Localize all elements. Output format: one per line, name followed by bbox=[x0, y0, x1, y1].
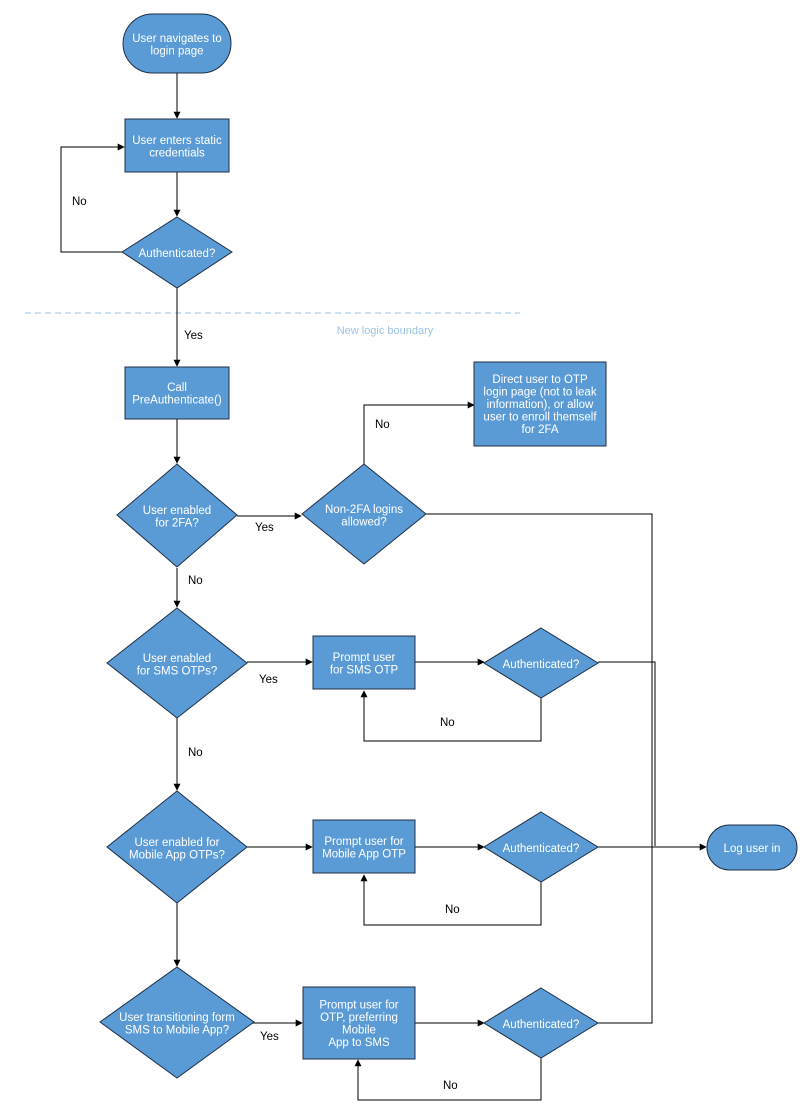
edge-auth-app-no-loop bbox=[360, 874, 542, 926]
edge-auth-pref-yes-to-login bbox=[598, 846, 653, 1024]
node-text-line: information), or allow bbox=[487, 399, 594, 411]
node-authenticated-1: Authenticated? bbox=[121, 216, 233, 289]
node-text-line: SMS to Mobile App? bbox=[125, 1024, 229, 1036]
edge-auth-sms-no-loop bbox=[360, 690, 542, 742]
node-text-line: Log user in bbox=[724, 843, 781, 855]
node-text-auth-app: Authenticated? bbox=[503, 843, 580, 855]
node-text-line: Authenticated? bbox=[139, 248, 216, 260]
edge-non2fa-no-to-otp-page bbox=[363, 401, 475, 464]
node-text-line: Direct user to OTP bbox=[492, 374, 588, 386]
edge-non2fa-yes-to-login bbox=[426, 513, 653, 846]
node-text-auth1: Authenticated? bbox=[139, 248, 216, 260]
node-text-line: credentials bbox=[149, 147, 205, 159]
edge-labels: No Yes No Yes No Yes No No No Yes No bbox=[72, 196, 460, 1092]
edges bbox=[60, 73, 707, 1101]
node-text-line: OTP, preferring bbox=[320, 1012, 398, 1024]
node-text-line: Authenticated? bbox=[503, 1019, 580, 1031]
edge-auth-sms-yes-to-login bbox=[598, 661, 656, 846]
label-no-pref-loop: No bbox=[443, 1080, 458, 1092]
node-text-line: Mobile App OTP bbox=[322, 848, 406, 860]
node-text-line: Mobile App OTPs? bbox=[129, 849, 225, 861]
node-authenticated-app: Authenticated? bbox=[483, 811, 599, 883]
label-no-sms-loop: No bbox=[440, 717, 455, 729]
node-text-line: for SMS OTP bbox=[330, 664, 399, 676]
node-text-line: Mobile bbox=[342, 1024, 376, 1036]
node-text-line: User enabled bbox=[143, 653, 211, 665]
node-text-line: User navigates to bbox=[132, 33, 222, 45]
label-no-app-loop: No bbox=[445, 904, 460, 916]
node-text-line: Authenticated? bbox=[503, 659, 580, 671]
node-text-auth-sms: Authenticated? bbox=[503, 659, 580, 671]
node-text-line: login page (not to leak bbox=[483, 387, 596, 399]
node-text-line: User enabled bbox=[143, 505, 211, 517]
node-text-line: User enters static bbox=[132, 135, 222, 147]
node-text-line: Authenticated? bbox=[503, 843, 580, 855]
label-yes-2fa: Yes bbox=[255, 522, 274, 534]
node-text-line: User transitioning form bbox=[119, 1012, 235, 1024]
node-text-line: for 2FA? bbox=[155, 517, 198, 529]
node-text-line: Non-2FA logins bbox=[325, 504, 403, 516]
node-text-line: Prompt user bbox=[333, 652, 396, 664]
node-text-line: user to enroll themself bbox=[483, 412, 597, 424]
edge-auth1-no-loop bbox=[60, 143, 125, 253]
label-no-otp: No bbox=[375, 419, 390, 431]
edge-auth-pref-no-loop bbox=[354, 1058, 542, 1101]
label-yes-preauth: Yes bbox=[184, 330, 203, 342]
node-text-line: Prompt user for bbox=[319, 999, 398, 1011]
node-text-line: for 2FA bbox=[521, 424, 558, 436]
label-no-sms: No bbox=[188, 747, 203, 759]
node-log-user-in: Log user in bbox=[706, 824, 798, 871]
label-yes-sms: Yes bbox=[259, 674, 278, 686]
node-authenticated-sms: Authenticated? bbox=[483, 627, 599, 699]
label-no-loop: No bbox=[72, 196, 87, 208]
node-text-login: Log user in bbox=[724, 843, 781, 855]
node-authenticated-pref: Authenticated? bbox=[483, 987, 599, 1059]
node-text-auth-pref: Authenticated? bbox=[503, 1019, 580, 1031]
node-text-line: for SMS OTPs? bbox=[137, 665, 218, 677]
node-text-line: Prompt user for bbox=[324, 836, 403, 848]
label-no-2fa: No bbox=[188, 575, 203, 587]
logic-boundary-label: New logic boundary bbox=[337, 325, 434, 337]
node-text-line: login page bbox=[150, 45, 203, 57]
node-text-line: App to SMS bbox=[328, 1037, 390, 1049]
label-yes-transition: Yes bbox=[260, 1031, 279, 1043]
node-text-line: allowed? bbox=[341, 516, 386, 528]
node-text-line: Call bbox=[167, 382, 187, 394]
node-text-line: User enabled for bbox=[134, 837, 219, 849]
node-text-line: PreAuthenticate() bbox=[132, 394, 222, 406]
